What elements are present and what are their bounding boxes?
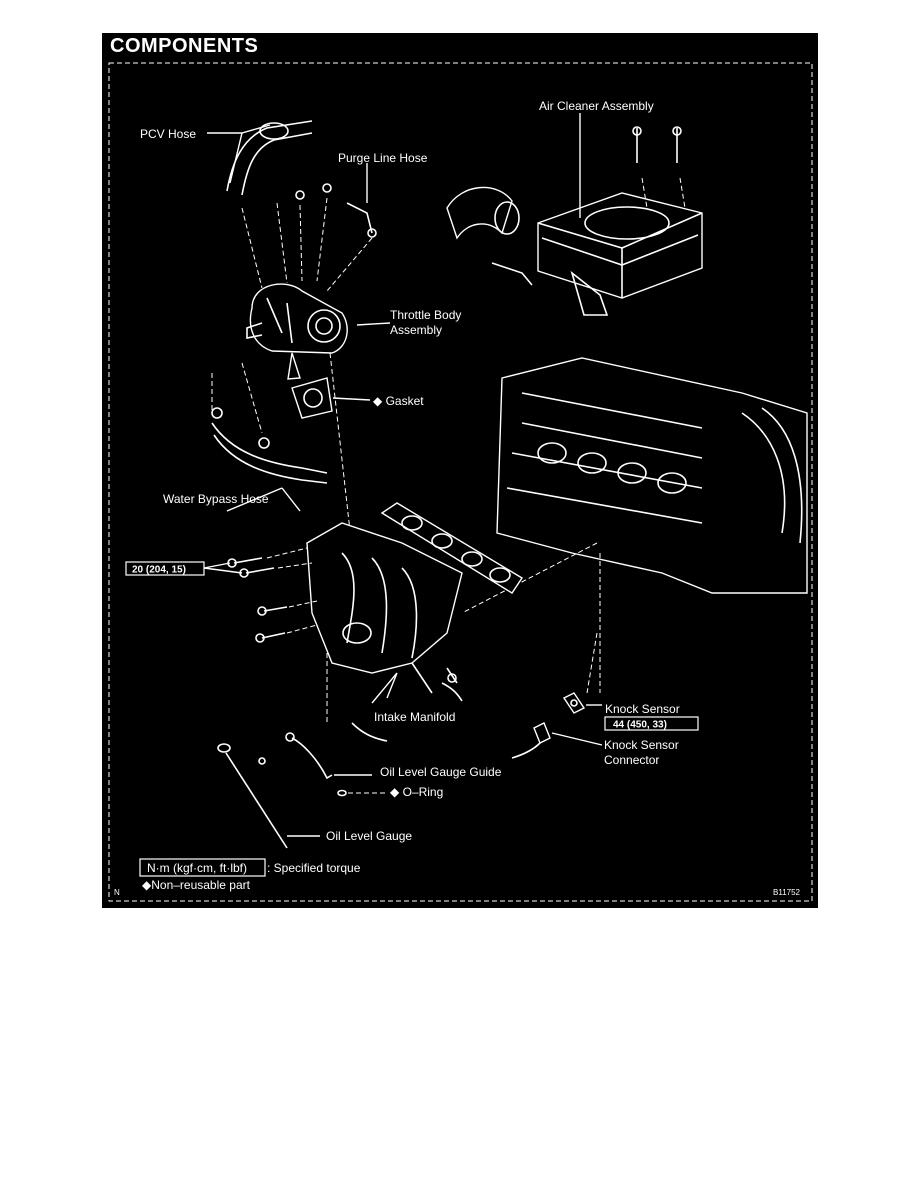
diagram-labels-layer: PCV Hose Purge Line Hose Air Cleaner Ass… [114, 99, 801, 897]
label-oil-level-gauge-guide: Oil Level Gauge Guide [380, 765, 502, 779]
intake-manifold-gasket-illustration [380, 502, 523, 594]
pcv-hose-illustration [226, 120, 313, 289]
engine-block-illustration [461, 357, 808, 693]
oil-level-gauge-illustration [217, 743, 320, 849]
diagram-border [108, 62, 813, 902]
torque-knock-sensor: 44 (450, 33) [613, 720, 667, 731]
legend-unit-description: : Specified torque [267, 861, 361, 875]
label-knock-sensor-connector: Knock Sensor [604, 738, 679, 752]
label-o-ring: ◆ O–Ring [390, 785, 443, 799]
legend-unit-box [139, 858, 266, 877]
legend-unit-label: N·m (kgf·cm, ft·lbf) [147, 861, 247, 875]
torque-manifold-bolts: 20 (204, 15) [132, 565, 186, 576]
label-throttle-body: Throttle Body [390, 308, 461, 322]
water-bypass-hose-illustration [211, 362, 328, 512]
label-air-cleaner-assembly: Air Cleaner Assembly [539, 99, 654, 113]
purge-line-hose-illustration [295, 183, 377, 292]
manifold-bolts-illustration [227, 547, 318, 643]
label-throttle-body-assembly: Assembly [390, 323, 442, 337]
intake-manifold-illustration [306, 522, 463, 704]
torque-box-knock-sensor [604, 716, 699, 731]
corner-mark: N [114, 888, 120, 897]
exploded-view-diagram [108, 62, 813, 902]
knock-sensor-illustration [511, 632, 603, 759]
throttle-body-illustration [246, 283, 348, 380]
label-gasket: ◆ Gasket [373, 394, 424, 408]
gasket-leader [332, 397, 371, 401]
label-water-bypass-hose: Water Bypass Hose [163, 492, 269, 506]
label-intake-manifold: Intake Manifold [374, 710, 455, 724]
air-cleaner-assembly-illustration [446, 126, 703, 316]
page-title: COMPONENTS [110, 35, 259, 57]
throttle-body-leader [356, 322, 391, 326]
label-knock-sensor-connector-line2: Connector [604, 753, 659, 767]
components-diagram-panel: COMPONENTS PCV Hose Purge Line Hose Air … [102, 33, 818, 908]
pcv-hose-leader [207, 124, 271, 184]
figure-code: B11752 [773, 888, 801, 897]
label-pcv-hose: PCV Hose [140, 127, 196, 141]
oil-level-gauge-guide-illustration [258, 653, 388, 797]
label-purge-line-hose: Purge Line Hose [338, 151, 428, 165]
label-oil-level-gauge: Oil Level Gauge [326, 829, 412, 843]
label-knock-sensor: Knock Sensor [605, 702, 680, 716]
legend-non-reusable: ◆Non–reusable part [142, 878, 251, 892]
torque-manifold-leader [203, 562, 243, 574]
